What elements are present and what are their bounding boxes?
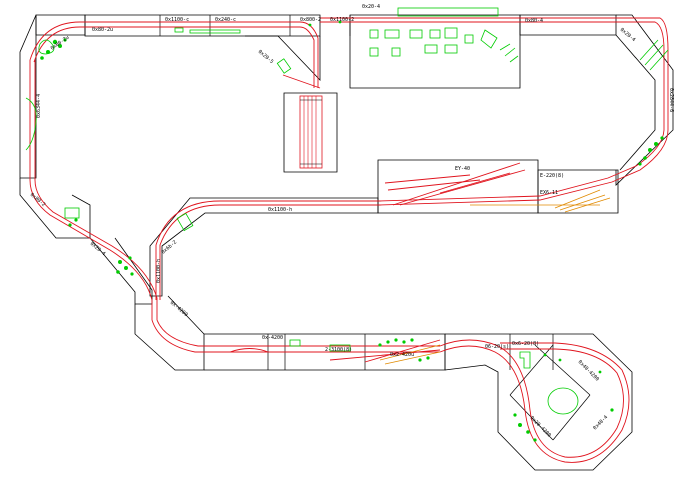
module-label-m5: 0x800-2 — [300, 17, 321, 23]
module-label-m21: 0x-4200 — [169, 300, 189, 318]
module-label-m13: E-220(8) — [540, 173, 564, 179]
tree-clusters — [40, 20, 664, 442]
turntable-bridge — [299, 95, 323, 169]
module-label-m11: 0x6344-4 — [36, 94, 42, 118]
module-labels: 0x80-2u 0x80-2u 0x1100-c 0x240-c 0x800-2 0x11… — [29, 4, 674, 439]
module-label-m19: 0x6b-2 — [160, 239, 178, 255]
module-label-m15: EY-40 — [455, 166, 470, 172]
module-label-m2: 0x80-2u — [50, 35, 71, 52]
board-outline — [19, 14, 674, 471]
module-label-m7: 0x20-4 — [362, 4, 380, 10]
module-dividers — [159, 15, 591, 441]
module-label-m8: 0x80-4 — [525, 18, 543, 24]
module-label-m22: 0x-4200 — [262, 335, 283, 341]
module-label-m12: 0x80-2 — [29, 192, 47, 208]
module-label-m24: 0x2-420u — [390, 352, 414, 358]
module-label-m25: 06-20(s) — [485, 344, 509, 350]
module-label-m29: 0x40-4 — [592, 414, 609, 431]
module-label-m16: 0x20-5 — [257, 49, 275, 65]
module-label-m6: 0x1100-2 — [330, 17, 354, 23]
module-label-m10: 0x2844-6 — [668, 88, 674, 112]
module-label-m26: 0x6-20(8) — [512, 341, 539, 347]
module-label-m28: 0x20-4200 — [529, 415, 552, 438]
scenery — [25, 7, 669, 415]
module-label-m3: 0x1100-c — [165, 17, 189, 23]
module-label-m20: 0x1100-h — [156, 259, 162, 283]
module-label-m14: EX6-11 — [540, 190, 558, 196]
module-label-m1: 0x80-2u — [92, 27, 113, 33]
module-label-m4: 0x240-c — [215, 17, 236, 23]
wood-sidings — [379, 189, 611, 365]
module-label-m18: 0x20-4 — [89, 241, 107, 257]
module-label-m23: 2-3100(8) — [325, 347, 352, 353]
module-label-m17: 0x1100-h — [268, 207, 292, 213]
module-label-m27: 0x40-4200 — [577, 359, 600, 382]
track — [29, 17, 669, 463]
